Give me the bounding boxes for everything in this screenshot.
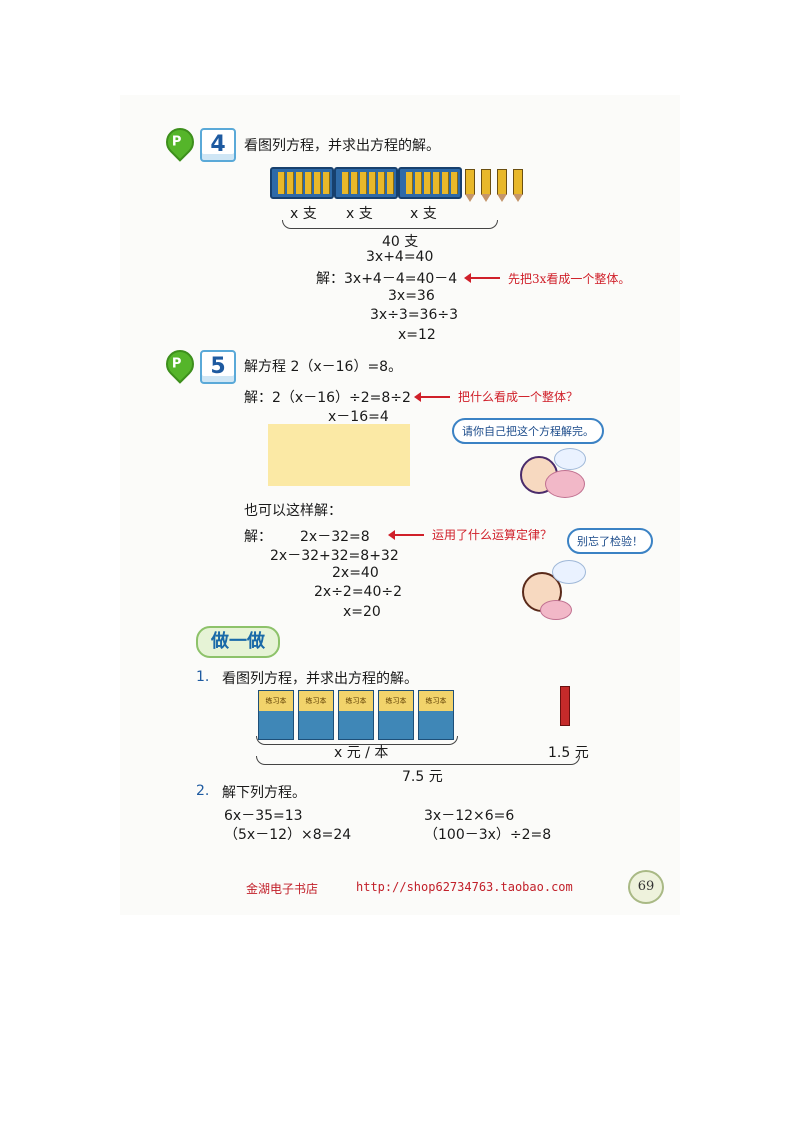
equation-line: 3x÷3=36÷3 [370, 307, 459, 323]
speech-bubble: 别忘了检验！ [567, 528, 653, 554]
total-price: 7.5 元 [402, 769, 443, 785]
pencil-icon [465, 169, 475, 202]
page-number: 69 [628, 870, 664, 904]
equation-line: x－16=4 [328, 409, 389, 425]
pen-box [334, 167, 398, 199]
brace [282, 220, 498, 229]
equation-line: 2x－32+32=8+32 [270, 548, 399, 564]
arrow-icon [414, 392, 450, 402]
example-number: 4 [200, 128, 236, 162]
equation-line: 解：3x+4－4=40－4 [316, 271, 458, 287]
textbook-page [120, 95, 680, 915]
notebook: 练习本 [298, 690, 334, 740]
notebook: 练习本 [418, 690, 454, 740]
equation-line: 解：2（x－16）÷2=8÷2 [244, 390, 411, 406]
equation-problem: 3x－12×6=6 [424, 808, 515, 824]
example-number: 5 [200, 350, 236, 384]
total-label: 40 支 [382, 234, 419, 250]
equation-line: 3x=36 [388, 288, 435, 304]
equation-problem: （5x－12）×8=24 [224, 827, 352, 843]
equation-line: x=12 [398, 327, 436, 343]
equation-line: 2x=40 [332, 565, 379, 581]
hint-note: 把什么看成一个整体？ [458, 390, 579, 404]
pen-box [398, 167, 462, 199]
alt-heading: 也可以这样解： [244, 503, 342, 519]
hint-note: 先把3x看成一个整体。 [508, 272, 631, 286]
box-label: x 支 [290, 206, 317, 222]
equation-problem: 6x－35=13 [224, 808, 303, 824]
box-label: x 支 [410, 206, 437, 222]
speech-bubble: 请你自己把这个方程解完。 [452, 418, 604, 444]
notebook: 练习本 [258, 690, 294, 740]
answer-box [268, 424, 410, 486]
store-name: 金湖电子书店 [246, 882, 319, 896]
equation-line: x=20 [343, 604, 381, 620]
brace [256, 756, 580, 765]
example-heading: 看图列方程，并求出方程的解。 [244, 138, 440, 154]
question-text: 看图列方程，并求出方程的解。 [222, 671, 418, 687]
pencil-icon [513, 169, 523, 202]
equation-line: 2x－32=8 [300, 529, 370, 545]
arrow-icon [388, 530, 424, 540]
store-url[interactable]: http://shop62734763.taobao.com [356, 880, 573, 894]
price-label: x 元 / 本 [334, 745, 389, 761]
notebook: 练习本 [378, 690, 414, 740]
exercise-title: 做一做 [196, 626, 280, 658]
equation-problem: （100－3x）÷2=8 [424, 827, 552, 843]
equation-label: 解： [244, 529, 272, 545]
pencil-icon [497, 169, 507, 202]
notebook: 练习本 [338, 690, 374, 740]
hint-note: 运用了什么运算定律？ [432, 528, 553, 542]
equation-line: 3x+4=40 [366, 249, 434, 265]
example-heading: 解方程 2（x－16）=8。 [244, 359, 403, 375]
question-number: 1. [196, 669, 210, 685]
pencil-icon [560, 686, 570, 726]
arrow-icon [464, 273, 500, 283]
question-number: 2. [196, 783, 210, 799]
equation-line: 2x÷2=40÷2 [314, 584, 403, 600]
question-text: 解下列方程。 [222, 785, 306, 801]
box-label: x 支 [346, 206, 373, 222]
pen-box [270, 167, 334, 199]
pencil-icon [481, 169, 491, 202]
